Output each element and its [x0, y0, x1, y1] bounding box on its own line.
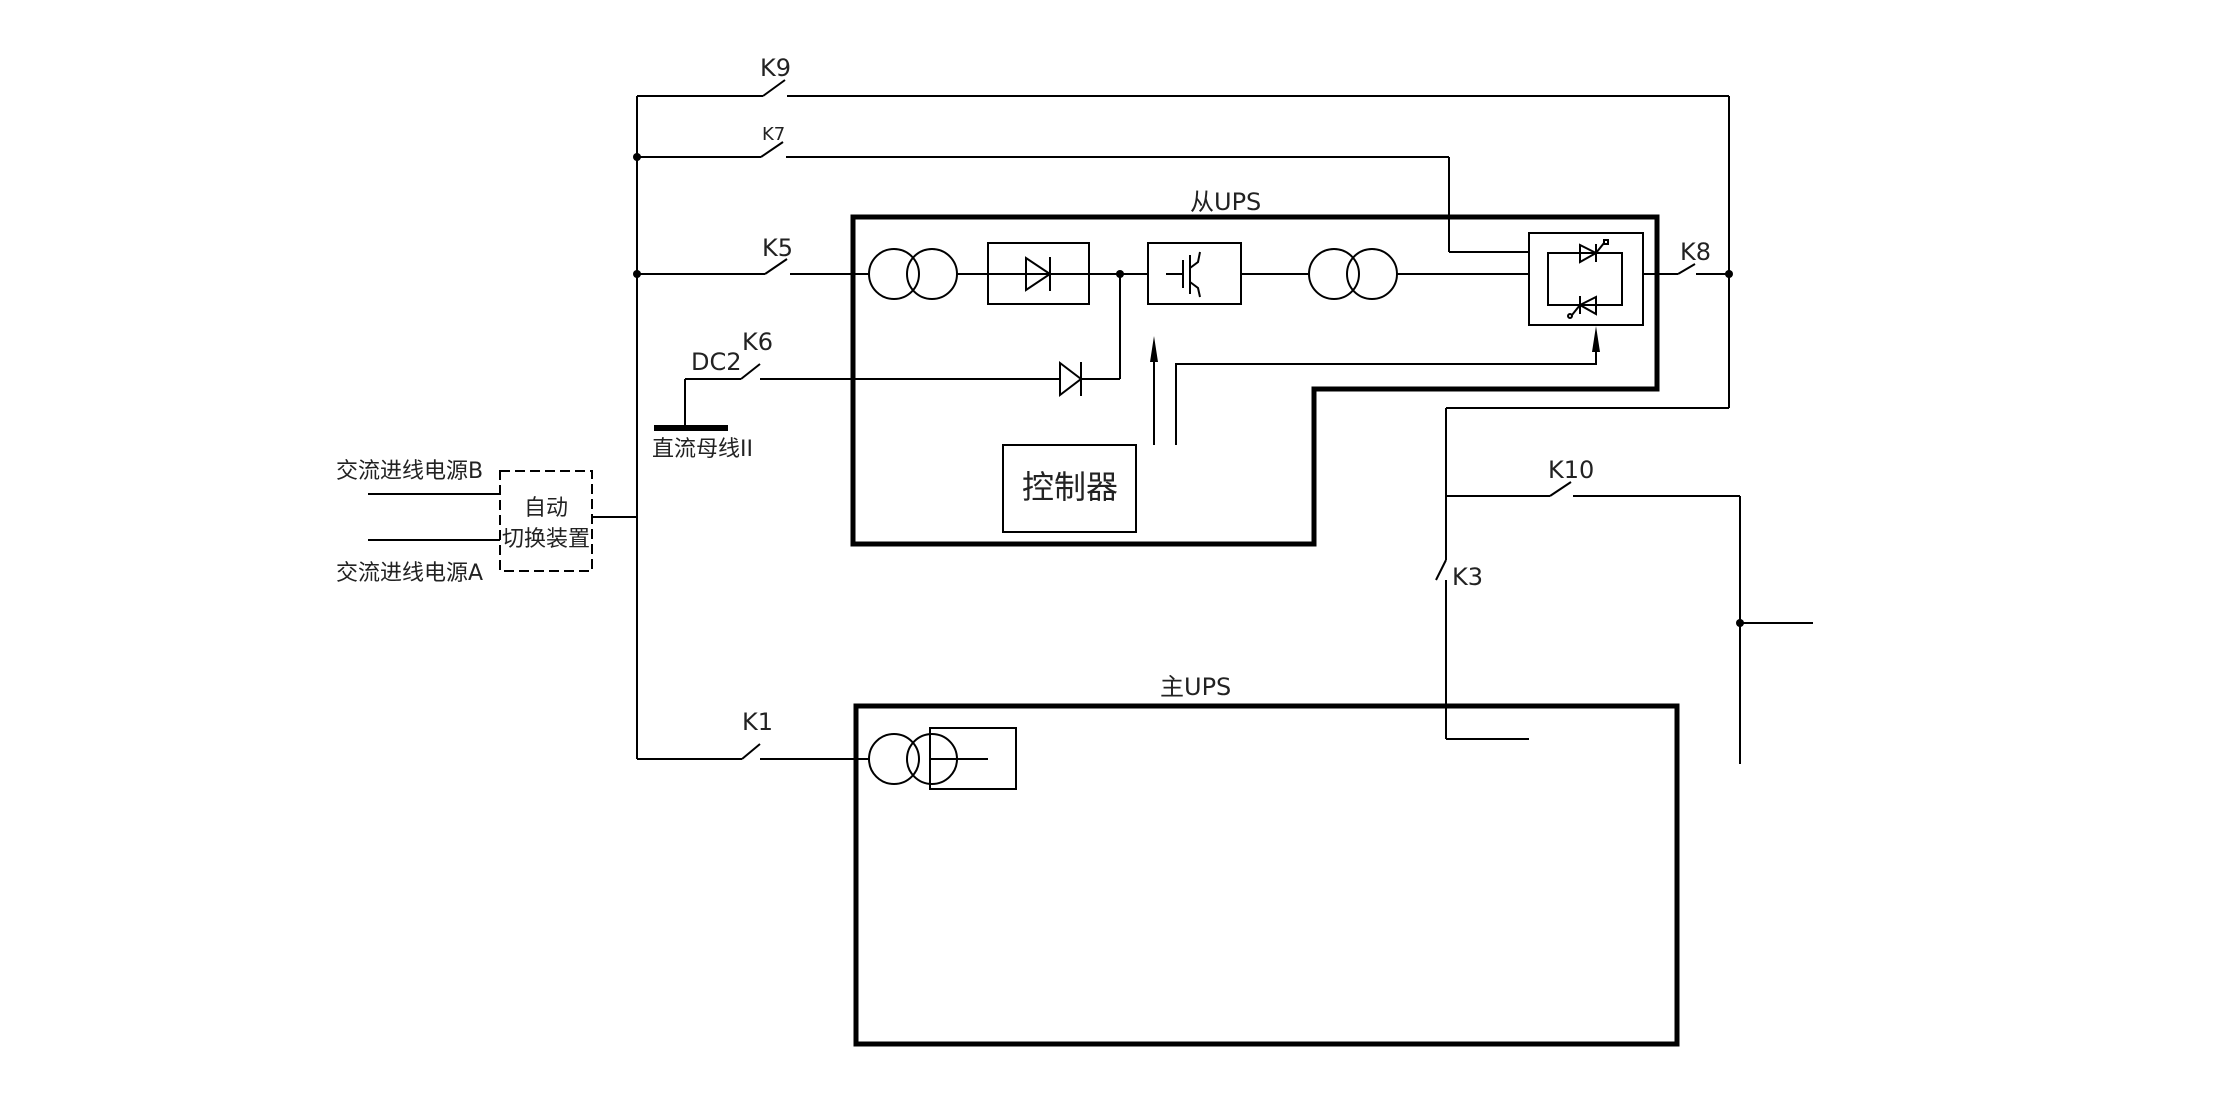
arrow-up-icon [1150, 336, 1158, 362]
k3-label: K3 [1452, 563, 1483, 591]
k7-label: K7 [762, 124, 785, 145]
dc2-label: DC2 [691, 348, 742, 376]
igbt-icon [1166, 251, 1201, 298]
ats-label-line1: 自动 [524, 496, 568, 521]
k7-switch[interactable] [760, 141, 784, 158]
output-transformer-icon [1308, 248, 1398, 300]
dc-blocking-diode-icon [1059, 360, 1083, 398]
slave-ups: 从UPS K5 [637, 188, 1733, 547]
k5-switch[interactable] [764, 258, 788, 275]
rectifier-diode-icon [988, 256, 1089, 292]
auto-transfer-switch [499, 470, 593, 572]
ats-label-line2: 切换装置 [502, 527, 590, 552]
dc-bus-2-label: 直流母线II [652, 437, 753, 462]
input-transformer-icon [868, 248, 958, 300]
master-ups: 主UPS K1 [637, 673, 1680, 1047]
k6-label: K6 [742, 328, 773, 356]
k10-switch[interactable] [1549, 481, 1572, 497]
k9-label: K9 [760, 54, 791, 82]
slave-ups-enclosure [850, 214, 1660, 547]
master-ups-title: 主UPS [1160, 673, 1231, 701]
ac-source-b-label: 交流进线电源B [336, 459, 483, 484]
rectifier-block [929, 727, 1017, 790]
k5-label: K5 [762, 234, 793, 262]
slave-controller-block [1002, 444, 1137, 533]
inverter-block [1147, 242, 1242, 305]
ac-input-section: 交流进线电源B 交流进线电源A 自动 切换装置 [336, 459, 637, 586]
static-switch-block [1528, 232, 1644, 326]
k3-switch[interactable] [1435, 559, 1447, 581]
k1-label: K1 [742, 708, 773, 736]
ac-source-a-label: 交流进线电源A [336, 561, 483, 586]
k10-maintenance-bypass: K10 [1446, 456, 1813, 764]
k8-switch[interactable] [1677, 263, 1696, 275]
slave-ups-title: 从UPS [1190, 188, 1261, 216]
slave-controller-label: 控制器 [1022, 468, 1118, 506]
arrow-up-icon [1592, 326, 1600, 352]
k9-switch[interactable] [762, 79, 786, 97]
k10-label: K10 [1548, 456, 1594, 484]
k6-switch[interactable] [740, 363, 761, 380]
k8-label: K8 [1680, 238, 1711, 266]
k1-switch[interactable] [741, 743, 761, 760]
thyristor-pair-icon [1547, 239, 1623, 319]
master-ups-enclosure [853, 703, 1680, 1047]
k7-bypass-line: K7 [637, 124, 1529, 253]
k9-bypass-line: K9 [637, 54, 1729, 97]
